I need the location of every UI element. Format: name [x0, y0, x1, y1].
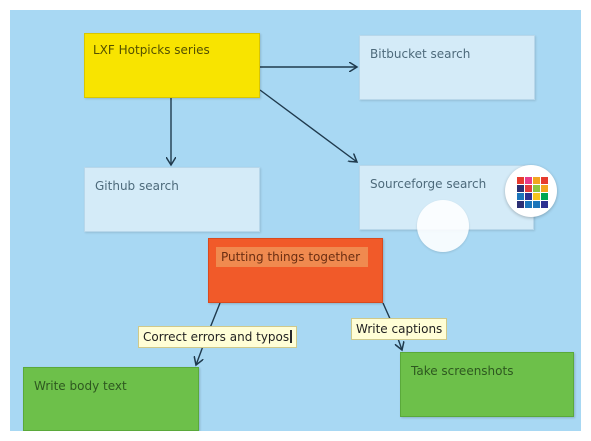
node-lxf-hotpicks-label: LXF Hotpicks series — [93, 43, 210, 57]
node-write-body[interactable]: Write body text — [23, 367, 199, 431]
node-sourceforge-label: Sourceforge search — [370, 177, 487, 191]
placeholder-circle-icon[interactable] — [417, 200, 469, 252]
node-github[interactable]: Github search — [84, 167, 260, 232]
node-github-label: Github search — [95, 179, 179, 193]
link-hotpicks-sourceforge[interactable] — [259, 89, 357, 162]
text-caret — [290, 330, 293, 343]
link-label-errors[interactable]: Correct errors and typos — [138, 326, 298, 348]
node-putting-together-label[interactable]: Putting things together — [216, 247, 368, 267]
node-bitbucket[interactable]: Bitbucket search — [359, 35, 535, 100]
node-putting-together[interactable]: Putting things together — [208, 238, 383, 303]
node-bitbucket-label: Bitbucket search — [370, 47, 471, 61]
sourceforge-logo-icon[interactable] — [505, 165, 557, 217]
node-take-screenshots[interactable]: Take screenshots — [400, 352, 574, 417]
sourceforge-logo-grid — [517, 177, 548, 208]
node-take-screenshots-label: Take screenshots — [411, 364, 514, 378]
node-write-body-label: Write body text — [34, 379, 127, 393]
mindmap-canvas[interactable]: LXF Hotpicks series Bitbucket search Git… — [10, 10, 581, 431]
node-lxf-hotpicks[interactable]: LXF Hotpicks series — [84, 33, 260, 98]
link-label-captions[interactable]: Write captions — [351, 318, 448, 340]
link-label-captions-text: Write captions — [356, 322, 443, 336]
link-label-errors-text: Correct errors and typos — [143, 330, 290, 344]
